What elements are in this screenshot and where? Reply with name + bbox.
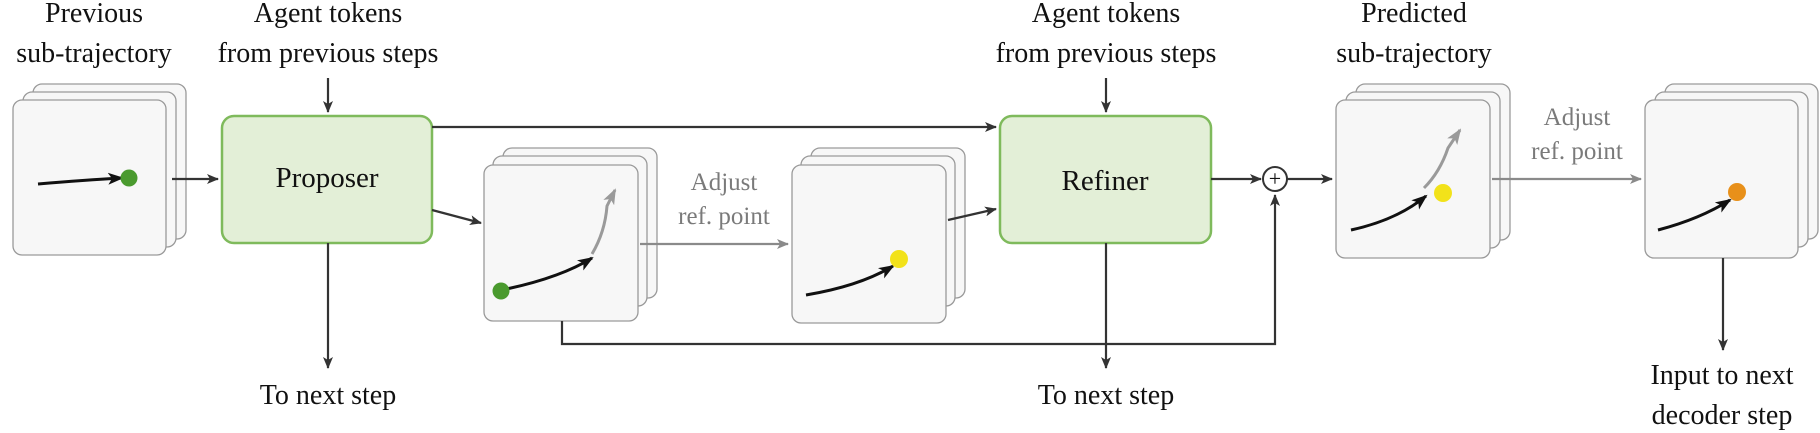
previous-trajectory-card-stack xyxy=(12,83,187,256)
predicted-label-line1: Predicted xyxy=(1361,0,1467,29)
reference-point-orange xyxy=(1728,183,1746,201)
proposer-label: Proposer xyxy=(275,162,378,194)
refiner-module: Refiner xyxy=(998,114,1213,245)
predicted-label-line2: sub-trajectory xyxy=(1336,38,1492,69)
residual-arrow-to-sum xyxy=(560,194,1280,346)
reference-point-yellow xyxy=(890,250,908,268)
predicted-trajectory-card-stack xyxy=(1335,83,1511,259)
adjust-label-1-line2: ref. point xyxy=(678,203,770,230)
input-next-decoder-label-line1: Input to next xyxy=(1650,360,1793,391)
previous-label-line2: sub-trajectory xyxy=(16,38,172,69)
trajectory-curve xyxy=(501,256,594,292)
proposer-output-card-stack xyxy=(483,147,658,322)
to-next-step-label-1: To next step xyxy=(260,380,396,411)
reference-point-green xyxy=(492,282,510,300)
adjust-label-2-line2: ref. point xyxy=(1531,138,1623,165)
decoder-input-card-stack xyxy=(1644,83,1819,259)
reference-point-yellow xyxy=(1434,184,1452,202)
arrow-proposer-to-output xyxy=(431,208,482,226)
agent-tokens-label-2-line2: from previous steps xyxy=(996,38,1217,69)
sum-node: + xyxy=(1262,166,1288,192)
adjust-label-1-line1: Adjust xyxy=(691,169,758,196)
trajectory-curve xyxy=(805,264,895,297)
proposer-module: Proposer xyxy=(220,114,434,245)
agent-tokens-label-1-line1: Agent tokens xyxy=(254,0,403,29)
sum-symbol: + xyxy=(1269,166,1281,191)
refiner-label: Refiner xyxy=(1062,165,1149,197)
trajectory-curve xyxy=(37,172,124,186)
predicted-trajectory-curve xyxy=(590,188,617,255)
predicted-trajectory-curve xyxy=(1422,128,1462,190)
agent-tokens-label-1-line2: from previous steps xyxy=(218,38,439,69)
trajectory-curve xyxy=(1350,194,1428,232)
arrow-adjusted-to-refiner xyxy=(947,206,997,222)
adjusted-card-stack xyxy=(791,147,966,324)
to-next-step-label-2: To next step xyxy=(1038,380,1174,411)
adjust-label-2-line1: Adjust xyxy=(1544,104,1611,131)
agent-tokens-label-2-line1: Agent tokens xyxy=(1032,0,1181,29)
trajectory-curve xyxy=(1657,198,1732,232)
reference-point-green xyxy=(120,169,138,187)
previous-label-line1: Previous xyxy=(45,0,143,29)
input-next-decoder-label-line2: decoder step xyxy=(1652,400,1793,431)
